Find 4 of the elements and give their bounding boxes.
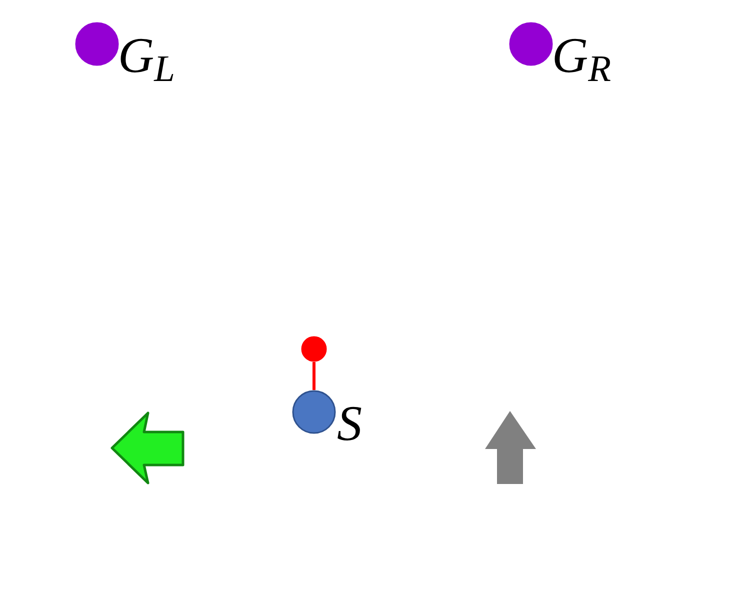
point-label: S [337,398,362,448]
connector-line [312,362,316,390]
point-label: G$_{R}$ [552,30,612,80]
point-label: G$_{L}$ [118,30,175,80]
